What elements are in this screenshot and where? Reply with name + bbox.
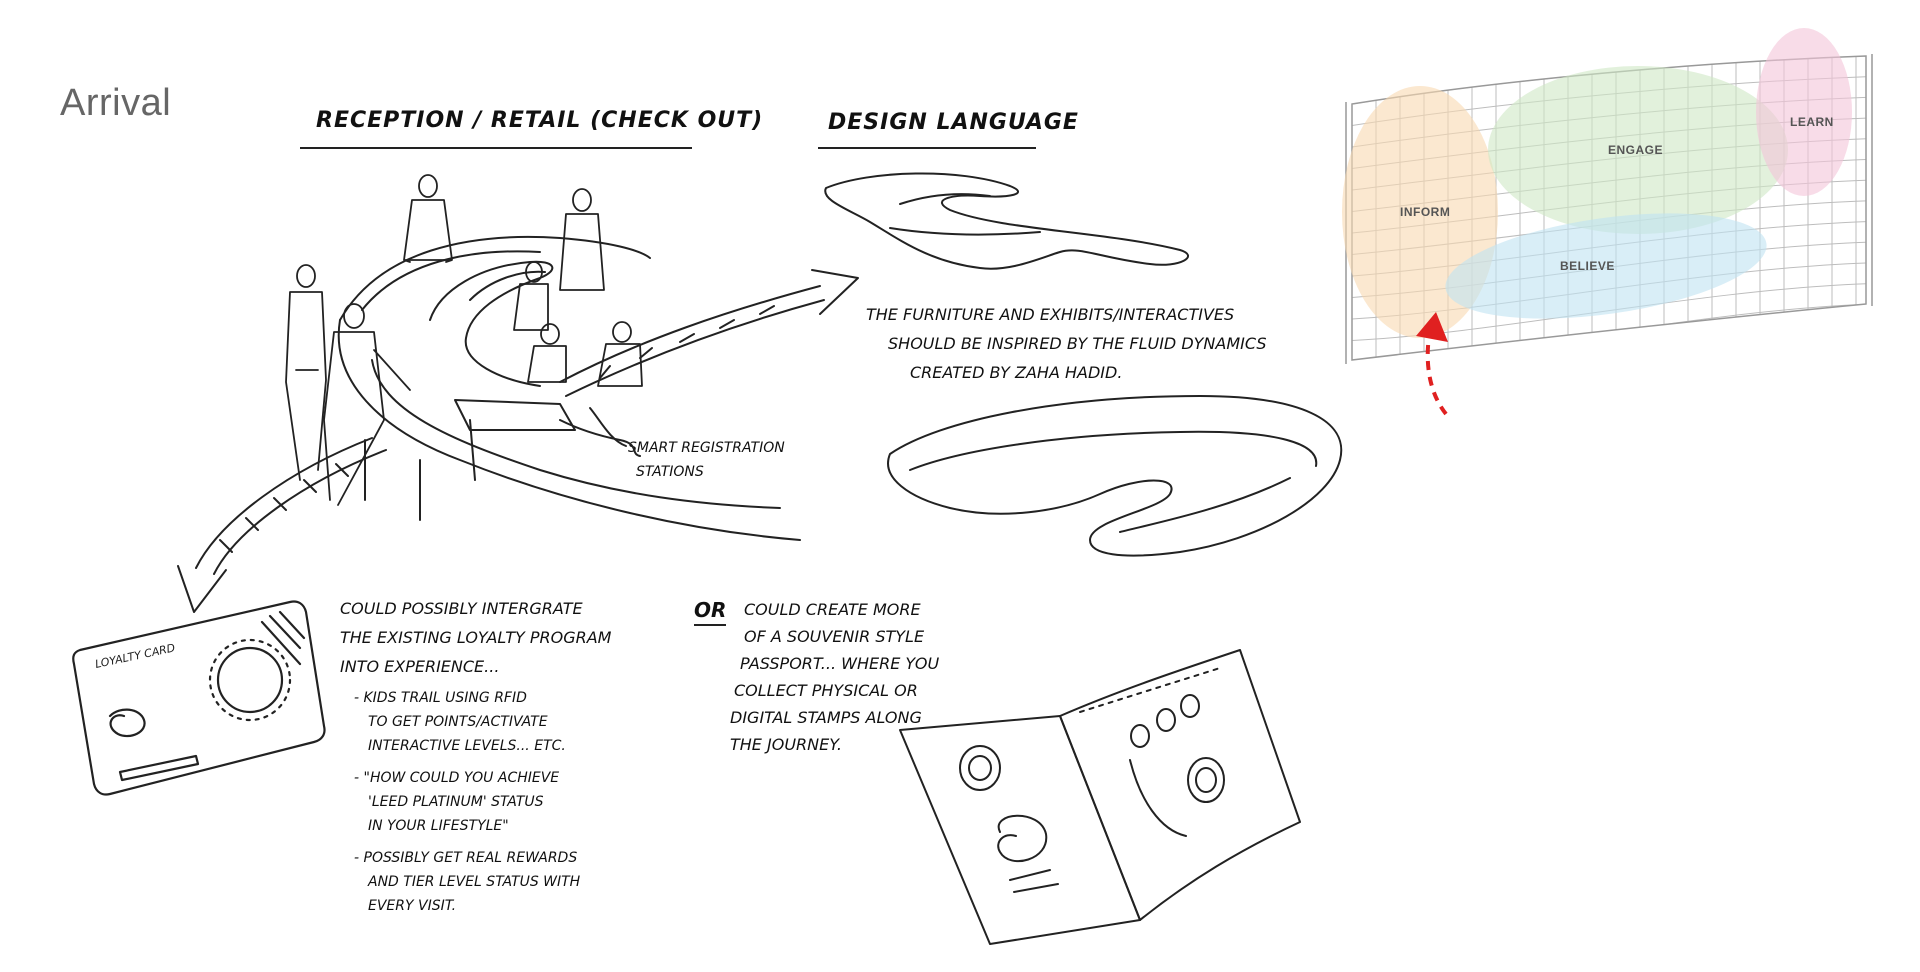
passport-line: COULD CREATE MORE [744, 600, 921, 619]
loyalty-note: COULD POSSIBLY INTERGRATE THE EXISTING L… [340, 594, 611, 681]
loyalty-bullet-3: - POSSIBLY GET REAL REWARDS AND TIER LEV… [354, 846, 580, 918]
bullet-line: - POSSIBLY GET REAL REWARDS [354, 850, 578, 866]
reception-heading: RECEPTION / RETAIL (CHECK OUT) [316, 108, 764, 133]
zone-label-engage: ENGAGE [1608, 143, 1663, 157]
arrow-to-card-sketch [177, 437, 387, 613]
passport-line: THE JOURNEY. [730, 735, 843, 754]
bullet-line: EVERY VISIT. [368, 898, 457, 914]
passport-line: OF A SOUVENIR STYLE [744, 627, 925, 646]
loyalty-line: INTO EXPERIENCE... [340, 657, 500, 676]
zone-map-outline [1351, 55, 1867, 361]
loyalty-bullet-2: - "HOW COULD YOU ACHIEVE 'LEED PLATINUM'… [354, 766, 580, 838]
zone-label-believe: BELIEVE [1560, 259, 1615, 273]
smart-registration-line: SMART REGISTRATION [628, 440, 785, 456]
loyalty-bullet-1: - KIDS TRAIL USING RFID TO GET POINTS/AC… [354, 686, 580, 758]
passport-line: COLLECT PHYSICAL OR [734, 681, 918, 700]
or-underline [694, 624, 726, 626]
entry-arrow [1425, 329, 1448, 416]
passport-note: COULD CREATE MORE OF A SOUVENIR STYLE PA… [730, 596, 939, 758]
design-note-line: CREATED BY ZAHA HADID. [910, 363, 1123, 382]
zone-engage [1488, 66, 1788, 234]
loyalty-bullets: - KIDS TRAIL USING RFID TO GET POINTS/AC… [354, 686, 580, 918]
bullet-line: 'LEED PLATINUM' STATUS [368, 794, 544, 810]
passport-line: DIGITAL STAMPS ALONG [730, 708, 922, 727]
bullet-line: INTERACTIVE LEVELS... ETC. [368, 738, 566, 754]
entry-arrowhead-icon [1416, 312, 1448, 342]
arrow-to-design-sketch [559, 269, 859, 397]
design-underline [818, 147, 1036, 149]
design-form-top-sketch [824, 172, 1189, 270]
reception-desk-sketch [337, 235, 801, 541]
zone-believe [1445, 213, 1767, 319]
reception-underline [300, 147, 692, 149]
design-form-bottom-sketch [887, 395, 1343, 557]
loyalty-card-sketch [72, 600, 326, 796]
or-label: OR [694, 598, 727, 622]
zone-label-inform: INFORM [1400, 205, 1450, 219]
bullet-line: - "HOW COULD YOU ACHIEVE [354, 770, 560, 786]
design-language-heading: DESIGN LANGUAGE [828, 110, 1079, 135]
people-sketch [285, 174, 643, 506]
loyalty-line: COULD POSSIBLY INTERGRATE [340, 599, 583, 618]
bullet-line: TO GET POINTS/ACTIVATE [368, 714, 548, 730]
smart-registration-label: SMART REGISTRATION STATIONS [628, 436, 785, 484]
design-note-line: THE FURNITURE AND EXHIBITS/INTERACTIVES [866, 305, 1235, 324]
bullet-line: AND TIER LEVEL STATUS WITH [368, 874, 581, 890]
design-note-line: SHOULD BE INSPIRED BY THE FLUID DYNAMICS [888, 334, 1267, 353]
smart-registration-line: STATIONS [636, 464, 704, 480]
zone-label-learn: LEARN [1790, 115, 1834, 129]
passport-line: PASSPORT... WHERE YOU [740, 654, 940, 673]
loyalty-line: THE EXISTING LOYALTY PROGRAM [340, 628, 612, 647]
page-title: Arrival [60, 82, 172, 124]
bullet-line: IN YOUR LIFESTYLE" [368, 818, 509, 834]
passport-booklet-sketch [899, 649, 1301, 945]
bullet-line: - KIDS TRAIL USING RFID [354, 690, 527, 706]
design-note: THE FURNITURE AND EXHIBITS/INTERACTIVES … [866, 300, 1267, 387]
zone-learn [1756, 28, 1852, 196]
